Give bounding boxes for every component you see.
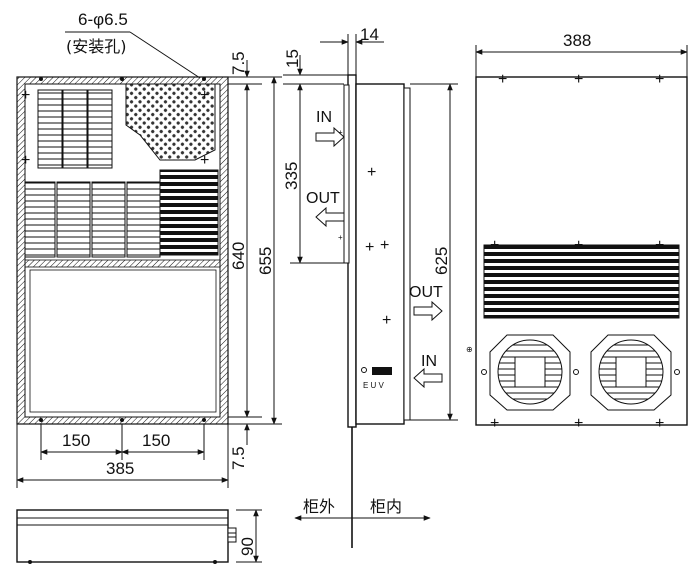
svg-text:⊕: ⊕ bbox=[466, 345, 473, 354]
front-view: + + + + 6-φ6.5 (安装孔) 7.5 640 7.5 655 150 bbox=[16, 10, 282, 488]
dim-width-rear: 388 bbox=[563, 31, 591, 50]
svg-text:+: + bbox=[655, 415, 664, 432]
svg-text:+: + bbox=[338, 128, 343, 137]
dim-bottom-offset: 7.5 bbox=[229, 446, 248, 470]
svg-text:+: + bbox=[574, 71, 583, 88]
dim-body-height: 625 bbox=[432, 247, 451, 275]
svg-text:+: + bbox=[490, 415, 499, 432]
hole-spec: 6-φ6.5 bbox=[78, 10, 128, 29]
svg-text:+: + bbox=[365, 239, 374, 256]
label-out-lower: OUT bbox=[409, 284, 443, 301]
svg-text:+: + bbox=[382, 312, 391, 329]
dim-upper-section: 335 bbox=[282, 162, 301, 190]
side-screws: + + + + + + bbox=[338, 128, 391, 329]
svg-text:+: + bbox=[200, 152, 209, 169]
terminal-labels: E U V bbox=[363, 381, 385, 390]
svg-text:+: + bbox=[21, 152, 30, 169]
svg-text:+: + bbox=[21, 87, 30, 104]
dim-depth: 90 bbox=[238, 537, 257, 556]
svg-text:+: + bbox=[380, 237, 389, 254]
rear-fan-left bbox=[481, 334, 579, 411]
terminal-block bbox=[372, 367, 392, 375]
rear-view: + + + + + + + + + ⊕ 3 bbox=[466, 31, 688, 432]
label-out-upper: OUT bbox=[306, 190, 340, 207]
dim-width-front: 385 bbox=[106, 459, 134, 478]
dim-hole-spacing-left: 150 bbox=[62, 431, 90, 450]
dim-thickness: 14 bbox=[360, 25, 379, 44]
dim-hole-spacing-right: 150 bbox=[142, 431, 170, 450]
svg-text:+: + bbox=[574, 415, 583, 432]
rear-louver-grille bbox=[483, 244, 680, 319]
front-mounting-holes: + + + + bbox=[21, 77, 209, 422]
svg-text:+: + bbox=[655, 71, 664, 88]
svg-text:+: + bbox=[338, 233, 343, 242]
side-view: + + + + + + E U V IN OUT OUT IN 14 15 bbox=[282, 25, 458, 548]
dim-height-inner: 640 bbox=[229, 242, 248, 270]
dim-height-total: 655 bbox=[256, 247, 275, 275]
bottom-view: 90 bbox=[16, 509, 262, 564]
dim-top-offset: 7.5 bbox=[229, 51, 248, 75]
label-in-upper: IN bbox=[316, 109, 332, 126]
svg-text:+: + bbox=[200, 87, 209, 104]
front-upper-louvers bbox=[37, 89, 113, 169]
front-mesh bbox=[125, 83, 216, 161]
svg-text:+: + bbox=[367, 164, 376, 181]
label-in-lower: IN bbox=[421, 353, 437, 370]
dim-top: 15 bbox=[283, 49, 302, 68]
label-outside: 柜外 bbox=[303, 497, 335, 516]
front-lower-louvers bbox=[24, 169, 219, 258]
svg-text:+: + bbox=[498, 71, 507, 88]
hole-note: (安装孔) bbox=[66, 37, 127, 56]
label-inside: 柜内 bbox=[370, 497, 402, 516]
rear-fan-right bbox=[590, 334, 680, 411]
